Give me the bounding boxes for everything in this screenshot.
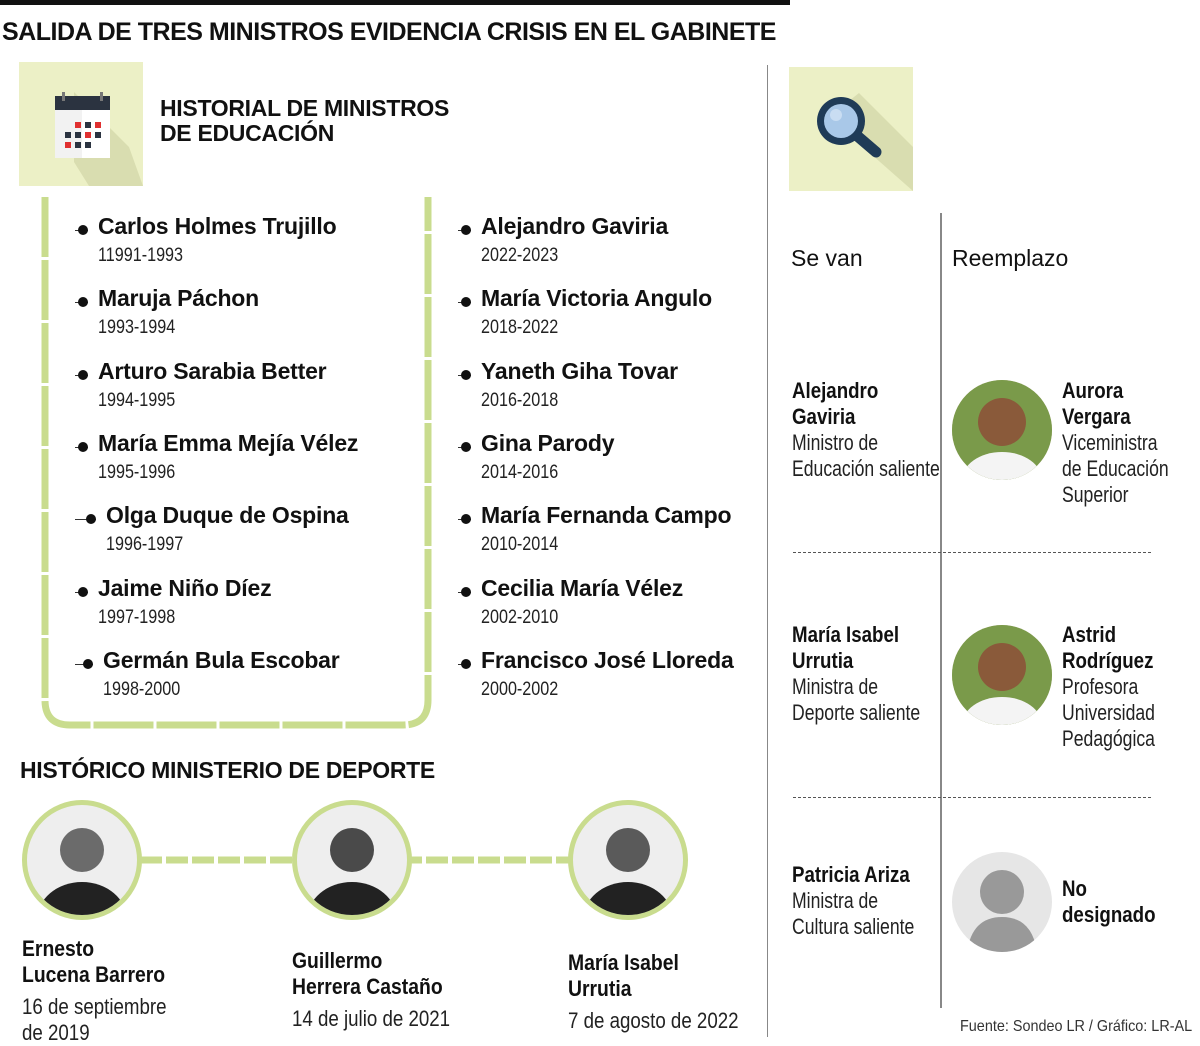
replacement-name: Vergara (1062, 404, 1131, 429)
outgoing-role: Educación saliente (792, 456, 940, 481)
column-header-leaving: Se van (791, 245, 863, 271)
replacement-role: Pedagógica (1062, 726, 1155, 751)
top-rule (0, 0, 790, 5)
minister-photo (568, 800, 688, 920)
placeholder-avatar (952, 852, 1052, 952)
connector-line (75, 519, 96, 521)
minister-years: 1995-1996 (98, 461, 176, 483)
minister-years: 2014-2016 (481, 461, 559, 483)
page-title: SALIDA DE TRES MINISTROS EVIDENCIA CRISI… (2, 18, 776, 46)
timeline-dot (461, 586, 471, 597)
timeline-dot (83, 658, 93, 669)
minister-name: Cecilia María Vélez (481, 574, 684, 601)
minister-photo (22, 800, 142, 920)
timeline-dot (461, 514, 471, 525)
timeline-dot (78, 441, 88, 452)
timeline-dot (78, 225, 88, 235)
outgoing-name: Alejandro (792, 378, 879, 403)
sport-minister-date: de 2019 (22, 1020, 90, 1045)
replacement-name: Astrid (1062, 622, 1117, 647)
replacement-role: Universidad (1062, 700, 1155, 725)
column-divider (767, 65, 768, 1037)
sport-minister-date: 16 de septiembre (22, 994, 167, 1019)
minister-photo (292, 800, 412, 920)
minister-name: Francisco José Lloreda (481, 646, 734, 673)
outgoing-role: Ministra de (792, 674, 879, 699)
replacement-role: de Educación (1062, 456, 1169, 481)
outgoing-name: Urrutia (792, 648, 854, 673)
minister-years: 1997-1998 (98, 606, 176, 628)
replacement-name: Aurora (1062, 378, 1124, 403)
minister-name: Jaime Niño Díez (98, 574, 272, 601)
minister-years: 1996-1997 (106, 534, 184, 556)
changes-divider (940, 213, 942, 1008)
minister-name: Alejandro Gaviria (481, 213, 669, 239)
replacement-name: Rodríguez (1062, 648, 1154, 673)
search-icon (789, 67, 913, 191)
outgoing-name: María Isabel (792, 622, 900, 647)
minister-name: María Fernanda Campo (481, 502, 732, 529)
outgoing-name: Gaviria (792, 404, 856, 429)
column-header-replacement: Reemplazo (952, 245, 1069, 271)
minister-years: 2018-2022 (481, 317, 559, 339)
timeline-dot (86, 514, 96, 525)
replacement-role: Viceministra (1062, 430, 1158, 455)
outgoing-role: Ministra de (792, 888, 879, 913)
sport-minister-date: 7 de agosto de 2022 (568, 1008, 739, 1033)
minister-years: 2016-2018 (481, 389, 559, 411)
timeline-dot (461, 225, 471, 235)
outgoing-role: Ministro de (792, 430, 879, 455)
outgoing-role: Deporte saliente (792, 700, 921, 725)
outgoing-name: Patricia Ariza (792, 862, 910, 887)
minister-name: Olga Duque de Ospina (106, 502, 349, 529)
replacement-photo (952, 625, 1052, 725)
timeline-dot (461, 297, 471, 308)
sport-minister-name: Guillermo (292, 948, 383, 973)
education-heading-line2: DE EDUCACIÓN (160, 120, 335, 146)
sport-minister-name: Ernesto (22, 936, 95, 961)
minister-name: Arturo Sarabia Better (98, 357, 327, 384)
sport-minister-name: Lucena Barrero (22, 962, 166, 987)
minister-years: 11991-1993 (98, 245, 184, 266)
sport-minister-name: María Isabel (568, 950, 679, 975)
education-heading-line1: HISTORIAL DE MINISTROS (160, 95, 450, 121)
sport-minister-date: 14 de julio de 2021 (292, 1006, 451, 1031)
minister-years: 1993-1994 (98, 317, 176, 339)
minister-name: Yaneth Giha Tovar (481, 357, 678, 384)
minister-years: 2002-2010 (481, 606, 559, 628)
row-separator (793, 552, 1151, 553)
minister-name: Carlos Holmes Trujillo (98, 213, 337, 239)
replacement-photo (952, 380, 1052, 480)
minister-name: Maruja Páchon (98, 285, 259, 312)
timeline-dot (78, 297, 88, 308)
minister-name: María Victoria Angulo (481, 285, 712, 312)
replacement-role: Superior (1062, 482, 1129, 507)
outgoing-role: Cultura saliente (792, 914, 915, 939)
timeline-dot (78, 369, 88, 380)
minister-years: 2000-2002 (481, 678, 559, 700)
minister-name: María Emma Mejía Vélez (98, 429, 359, 456)
timeline-dot (461, 441, 471, 452)
education-heading: HISTORIAL DE MINISTROS DE EDUCACIÓN (160, 96, 449, 146)
replacement-role: Profesora (1062, 674, 1139, 699)
replacement-name: No (1062, 876, 1087, 901)
minister-name: Germán Bula Escobar (103, 646, 340, 673)
minister-years: 1998-2000 (103, 678, 181, 700)
minister-years: 1994-1995 (98, 389, 176, 411)
sport-minister-name: Urrutia (568, 976, 632, 1001)
sport-heading: HISTÓRICO MINISTERIO DE DEPORTE (20, 757, 435, 783)
source-note: Fuente: Sondeo LR / Gráfico: LR-AL (960, 1018, 1193, 1035)
replacement-name: designado (1062, 902, 1156, 927)
row-separator (793, 797, 1151, 798)
timeline-dot (78, 586, 88, 597)
minister-years: 2022-2023 (481, 245, 559, 266)
sport-minister-name: Herrera Castaño (292, 974, 443, 999)
minister-years: 2010-2014 (481, 534, 559, 556)
calendar-icon (19, 62, 143, 186)
minister-name: Gina Parody (481, 429, 615, 456)
timeline-bracket (41, 197, 432, 729)
timeline-dot (461, 369, 471, 380)
timeline-dot (461, 658, 471, 669)
